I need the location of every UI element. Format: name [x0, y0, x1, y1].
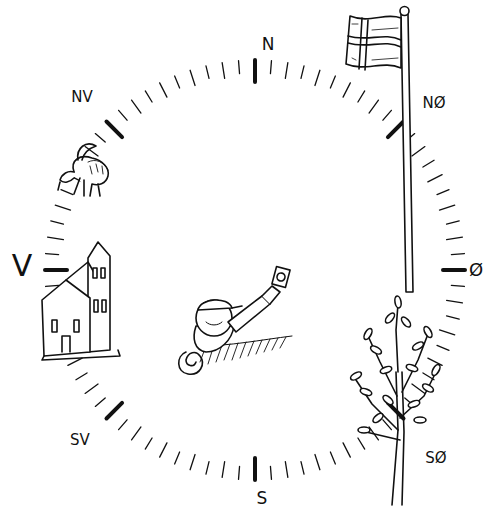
- minor-tick: [206, 66, 209, 79]
- minor-tick: [270, 466, 271, 479]
- minor-tick: [437, 345, 449, 350]
- minor-tick: [412, 147, 425, 156]
- direction-label: Ø: [469, 261, 483, 279]
- minor-tick: [343, 83, 350, 97]
- minor-tick: [330, 452, 335, 464]
- minor-tick: [145, 438, 152, 449]
- minor-tick: [132, 427, 141, 440]
- minor-tick: [447, 237, 463, 240]
- direction-label: S: [257, 490, 268, 507]
- minor-tick: [222, 462, 225, 478]
- minor-tick: [132, 100, 141, 113]
- major-tick: [388, 122, 404, 138]
- major-tick: [107, 403, 123, 419]
- major-tick: [45, 268, 67, 272]
- minor-tick: [285, 63, 288, 79]
- minor-tick: [206, 462, 209, 475]
- minor-tick: [119, 420, 127, 430]
- minor-tick: [423, 160, 434, 167]
- minor-tick: [451, 285, 464, 286]
- minor-tick: [145, 91, 152, 102]
- minor-tick: [46, 285, 59, 286]
- minor-tick: [451, 254, 464, 255]
- minor-tick: [55, 205, 70, 210]
- minor-tick: [369, 100, 378, 113]
- minor-tick: [315, 70, 320, 85]
- minor-tick: [76, 373, 87, 380]
- minor-tick: [428, 358, 442, 365]
- minor-tick: [85, 384, 98, 393]
- minor-tick: [428, 175, 442, 182]
- minor-tick: [190, 455, 195, 470]
- minor-tick: [447, 300, 463, 303]
- minor-tick: [358, 91, 365, 102]
- major-tick: [107, 122, 123, 138]
- direction-label: N: [262, 36, 275, 53]
- direction-label: NØ: [422, 96, 445, 111]
- minor-tick: [222, 63, 225, 79]
- major-tick: [253, 458, 257, 480]
- minor-tick: [330, 76, 335, 88]
- minor-tick: [95, 134, 105, 142]
- church: [42, 242, 120, 360]
- minor-tick: [440, 205, 455, 210]
- minor-tick: [175, 76, 180, 88]
- tree: [349, 296, 441, 505]
- minor-tick: [51, 221, 64, 224]
- minor-tick: [447, 316, 460, 319]
- minor-tick: [437, 190, 449, 195]
- minor-tick: [383, 110, 391, 120]
- minor-tick: [95, 398, 105, 406]
- direction-label: V: [12, 251, 33, 281]
- minor-tick: [447, 221, 460, 224]
- minor-tick: [190, 70, 195, 85]
- minor-tick: [285, 462, 288, 478]
- minor-tick: [440, 330, 455, 335]
- minor-tick: [48, 237, 64, 240]
- major-tick: [253, 60, 257, 82]
- minor-tick: [239, 466, 240, 479]
- minor-tick: [119, 110, 127, 120]
- minor-tick: [301, 462, 304, 475]
- minor-tick: [160, 83, 167, 97]
- minor-tick: [358, 438, 365, 449]
- minor-tick: [270, 61, 271, 74]
- minor-tick: [315, 455, 320, 470]
- minor-tick: [301, 66, 304, 79]
- minor-tick: [46, 254, 59, 255]
- major-tick: [443, 268, 465, 272]
- direction-label: SØ: [425, 451, 446, 466]
- direction-label: NV: [71, 90, 92, 105]
- minor-tick: [343, 443, 350, 457]
- minor-tick: [175, 452, 180, 464]
- minor-tick: [239, 61, 240, 74]
- minor-tick: [61, 190, 73, 195]
- direction-label: SV: [70, 433, 90, 448]
- person: [179, 266, 292, 374]
- minor-tick: [160, 443, 167, 457]
- flag: [346, 7, 413, 293]
- goat: [58, 144, 108, 196]
